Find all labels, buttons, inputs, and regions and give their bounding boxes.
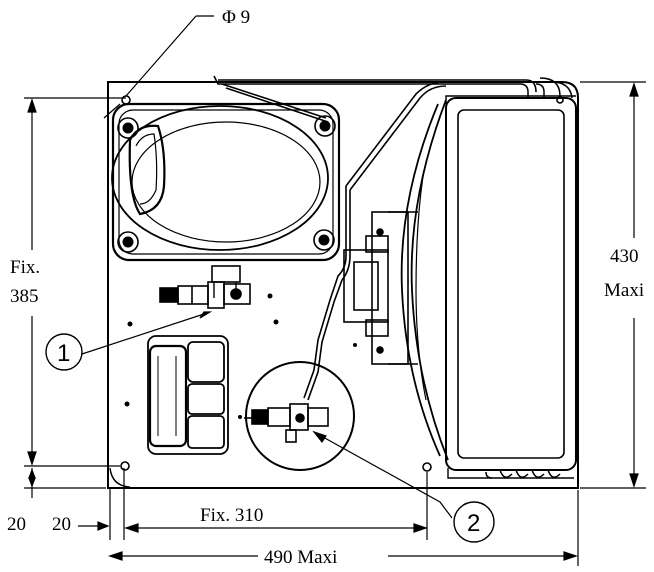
hole-diameter-label: Φ 9 xyxy=(222,7,250,28)
base-plate xyxy=(107,81,579,489)
electrical-box xyxy=(147,335,229,455)
callout-circles xyxy=(45,333,495,543)
rivets xyxy=(124,293,357,419)
fan-blade xyxy=(400,99,449,461)
filter-drier xyxy=(244,361,355,471)
dimension-offset-left xyxy=(78,468,125,540)
height-fix-label-line1: Fix. xyxy=(10,257,40,278)
condenser-return-bends xyxy=(485,77,573,479)
height-fix-label-line2: 385 xyxy=(10,286,39,307)
callout-1-number: 1 xyxy=(57,340,70,367)
fan-motor xyxy=(343,211,418,365)
piping xyxy=(213,75,537,401)
hole-diameter-leader xyxy=(103,15,214,119)
dimension-fix-310 xyxy=(124,472,428,540)
height-max-label-line1: 430 xyxy=(610,246,639,267)
offset-bottom-label: 20 xyxy=(7,514,26,535)
dimension-offset-bottom xyxy=(24,468,106,498)
service-valve xyxy=(159,281,251,309)
width-max-label-bg xyxy=(258,545,388,567)
compressor xyxy=(111,102,341,298)
width-fix-label: Fix. 310 xyxy=(200,505,263,526)
callout-2-number: 2 xyxy=(467,510,480,537)
dimension-max-430 xyxy=(580,81,646,489)
offset-left-label: 20 xyxy=(52,514,71,535)
dimension-fix-385 xyxy=(24,97,126,467)
condenser xyxy=(445,95,577,479)
height-max-label-line2: Maxi xyxy=(604,280,644,301)
mounting-holes xyxy=(120,95,564,472)
width-max-label: 490 Maxi xyxy=(264,547,337,567)
callout-leaders xyxy=(81,311,453,519)
